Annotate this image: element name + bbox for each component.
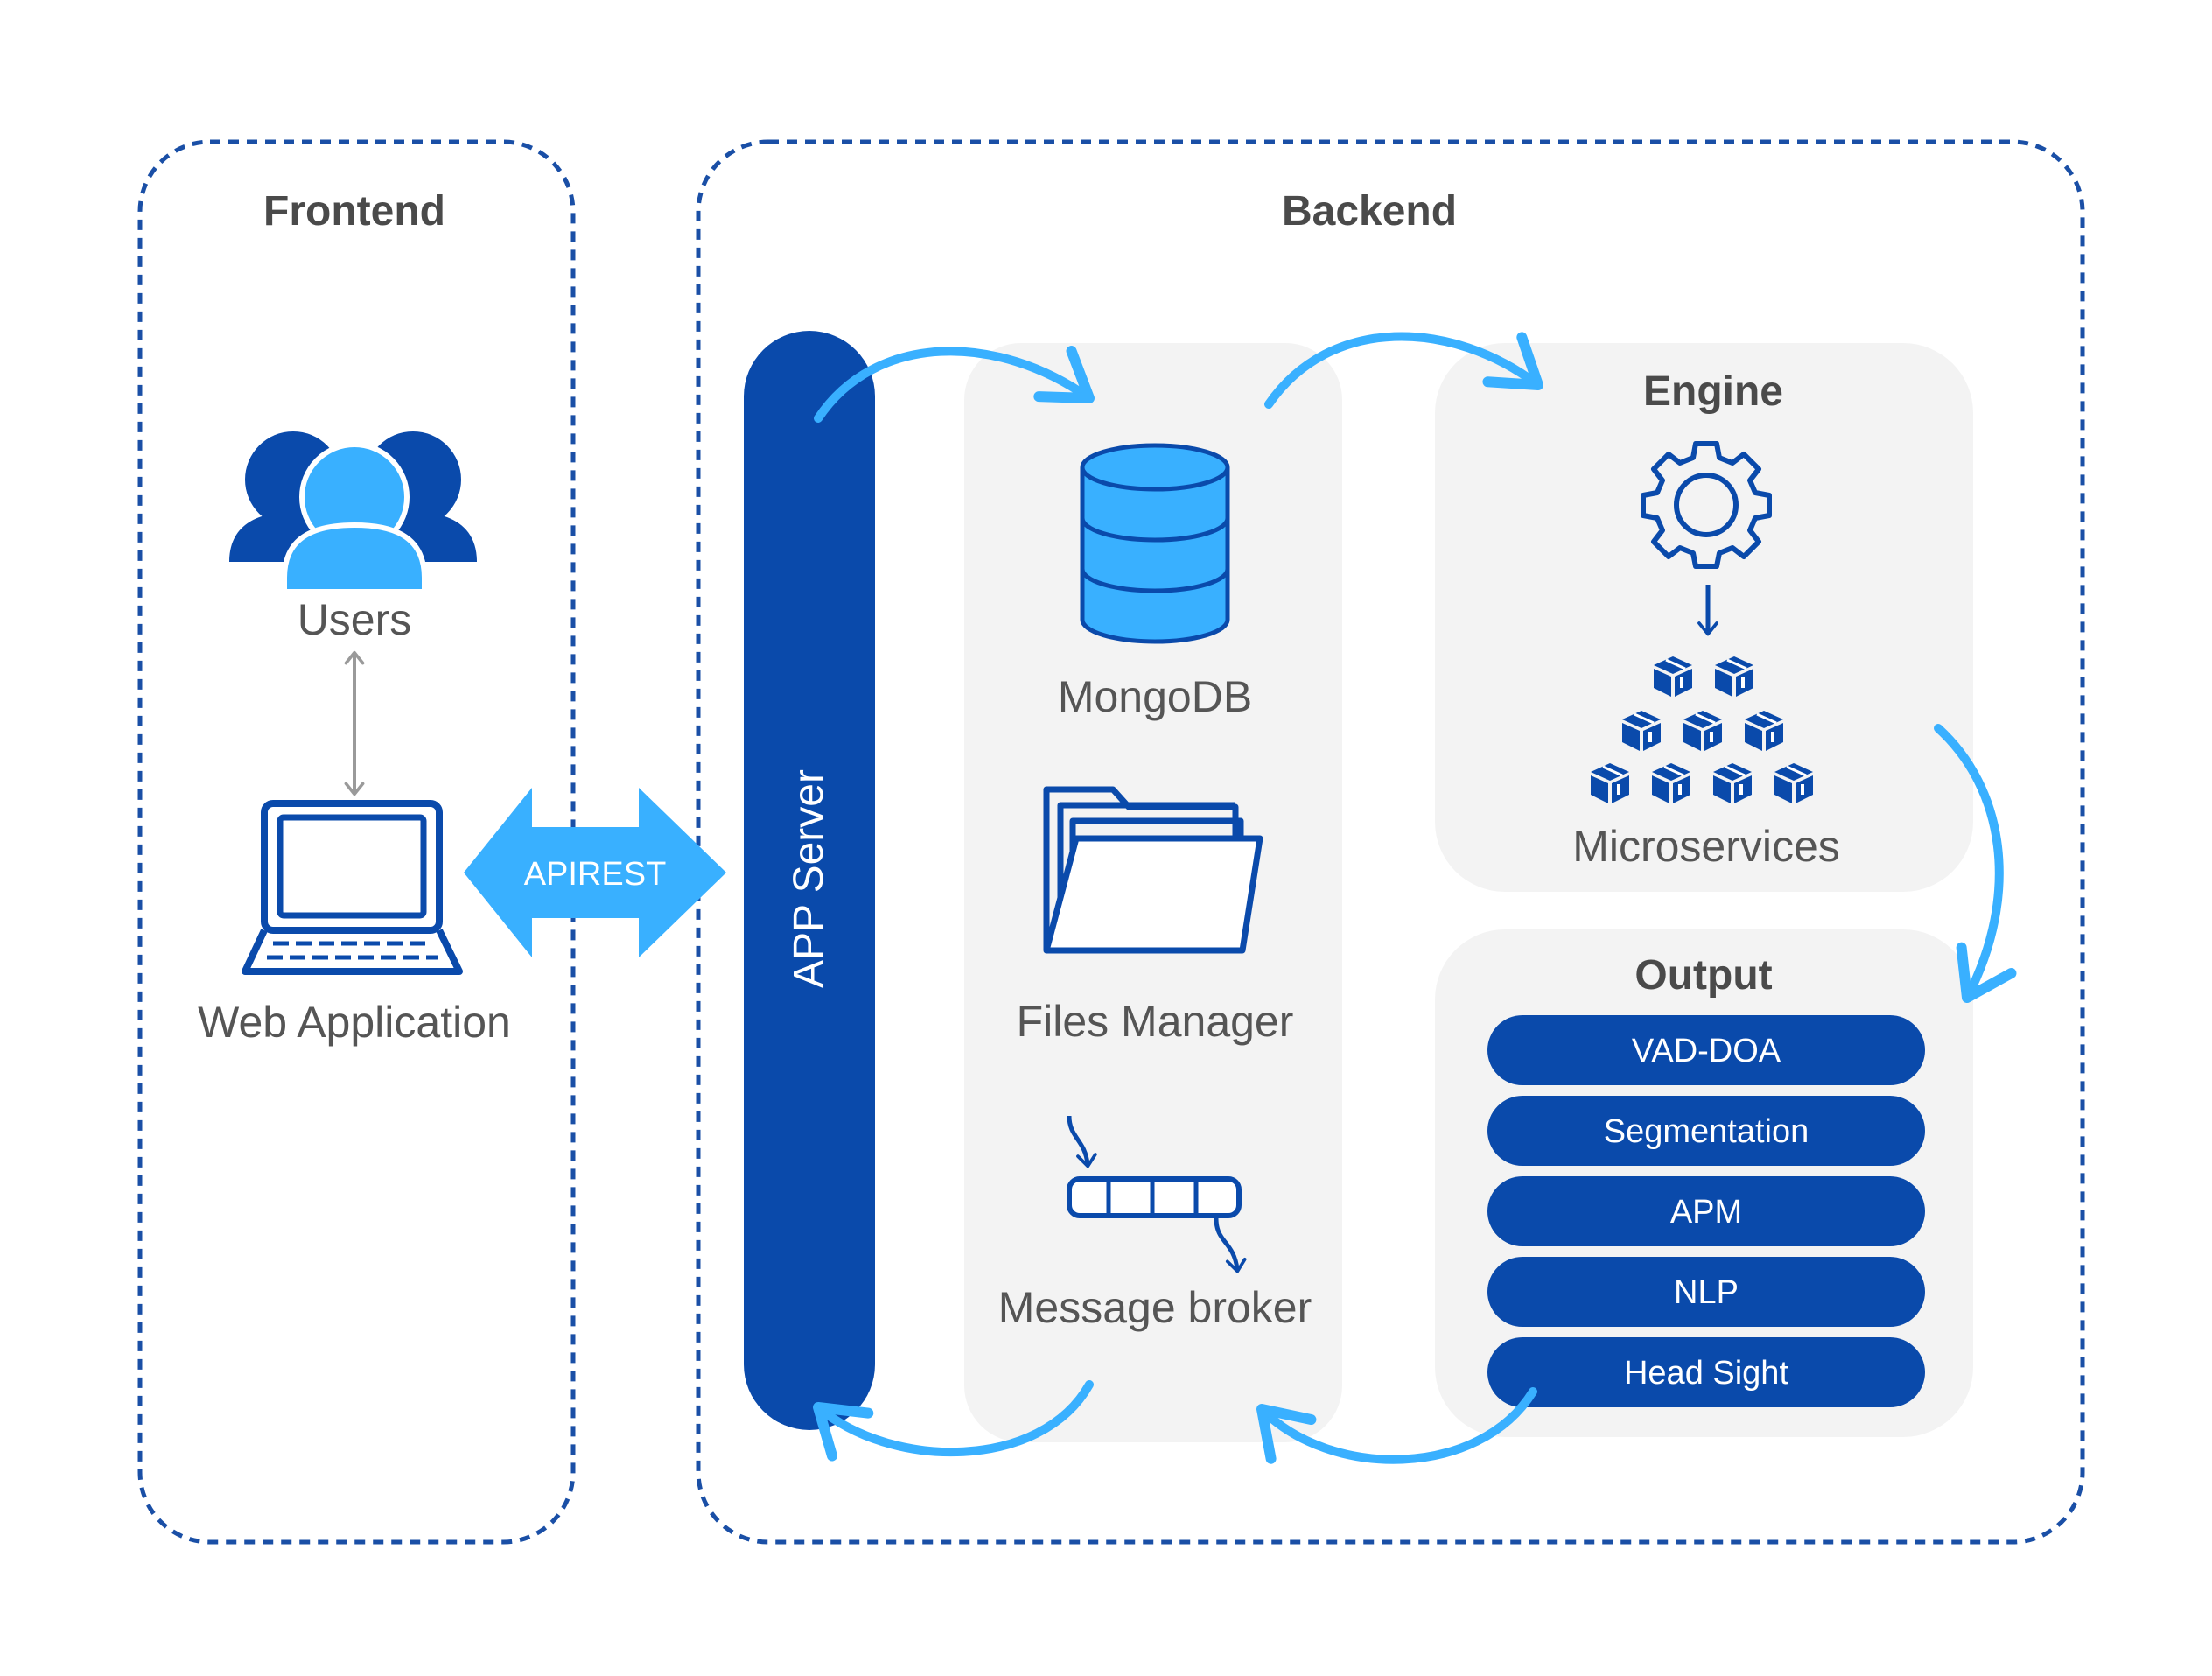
output-item: APM	[1488, 1176, 1925, 1246]
microservices-label: Microservices	[1572, 822, 1840, 871]
output-item: Segmentation	[1488, 1096, 1925, 1166]
flow-arrow-engine-to-output	[1934, 724, 2017, 1003]
output-item-label: NLP	[1674, 1274, 1739, 1311]
output-item: Head Sight	[1488, 1337, 1925, 1407]
backend-title: Backend	[1282, 188, 1457, 235]
output-item-label: APM	[1670, 1194, 1742, 1231]
engine-panel	[1435, 343, 1973, 892]
output-item-label: VAD-DOA	[1632, 1033, 1782, 1069]
files-manager-label: Files Manager	[1017, 997, 1294, 1046]
database-icon	[1080, 443, 1230, 644]
mongodb-label: MongoDB	[1058, 672, 1252, 721]
laptop-icon	[242, 800, 463, 975]
webapp-label: Web Application	[198, 998, 511, 1047]
message-broker-label: Message broker	[998, 1283, 1312, 1332]
flow-arrow-storage-to-engine	[1264, 332, 1544, 409]
apirest-label: APIREST	[524, 856, 667, 893]
flow-arrow-output-to-storage	[1256, 1387, 1537, 1464]
apirest-arrow: APIREST	[464, 788, 726, 957]
users-label: Users	[298, 595, 412, 644]
output-item-label: Head Sight	[1624, 1355, 1788, 1392]
app-server-label: APP Server	[786, 769, 832, 988]
backend-container: Backend	[696, 139, 2085, 1545]
gear-icon	[1641, 441, 1772, 569]
output-item: VAD-DOA	[1488, 1015, 1925, 1085]
app-server-bar: APP Server	[744, 331, 875, 1430]
queue-icon	[1067, 1115, 1247, 1273]
output-item-label: Segmentation	[1604, 1113, 1810, 1150]
flow-arrow-storage-to-server	[813, 1380, 1094, 1462]
folder-icon	[1043, 786, 1264, 954]
users-icon	[229, 431, 477, 594]
engine-title: Engine	[1643, 368, 1783, 415]
output-title: Output	[1634, 952, 1772, 999]
output-item: NLP	[1488, 1257, 1925, 1327]
frontend-title: Frontend	[263, 188, 445, 235]
flow-arrow-server-to-storage	[814, 346, 1095, 423]
